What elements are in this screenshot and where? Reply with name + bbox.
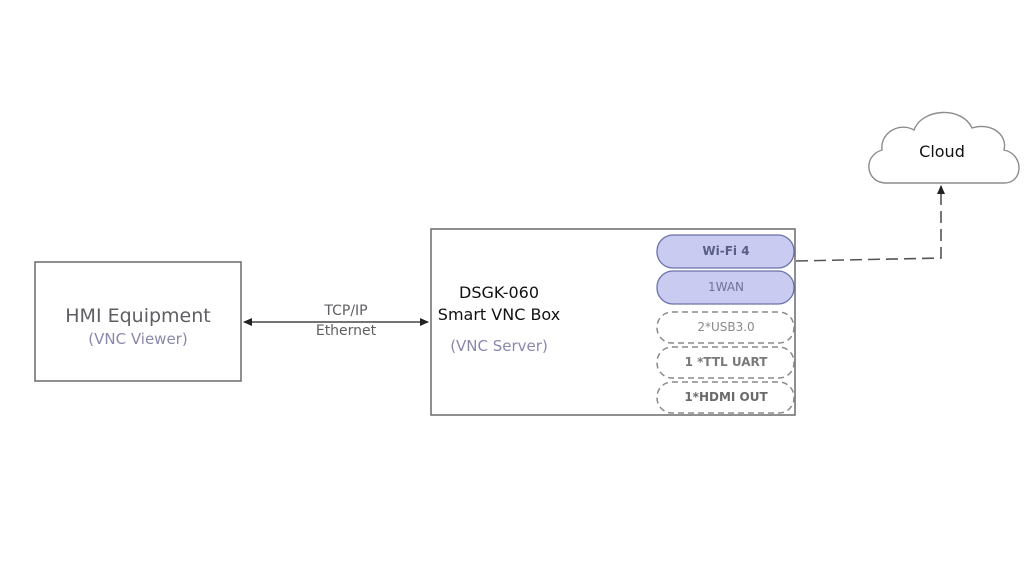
port-label-hdmi: 1*HDMI OUT — [684, 390, 768, 404]
link-protocol-label: TCP/IP — [324, 303, 368, 319]
box-name-label: Smart VNC Box — [437, 305, 561, 324]
cloud-icon — [868, 111, 1020, 184]
port-pill-wan — [656, 270, 795, 305]
port-label-usb: 2*USB3.0 — [697, 320, 755, 334]
hmi-equipment-box — [34, 261, 242, 382]
port-pill-uart — [656, 346, 795, 379]
port-label-wifi: Wi-Fi 4 — [702, 244, 750, 258]
hmi-equipment-title: HMI Equipment — [65, 305, 211, 327]
port-pill-wifi — [656, 234, 795, 269]
port-label-wan: 1WAN — [707, 280, 745, 294]
port-pill-hdmi — [656, 381, 795, 414]
hmi-equipment-subtitle: (VNC Viewer) — [88, 330, 188, 348]
cloud-label: Cloud — [919, 142, 965, 161]
link-medium-label: Ethernet — [315, 323, 377, 339]
box-model-label: DSGK-060 — [459, 283, 539, 302]
port-label-uart: 1 *TTL UART — [684, 355, 768, 369]
box-subtitle: (VNC Server) — [450, 337, 548, 355]
port-pill-usb — [656, 311, 795, 344]
cloud-link-dashed-arrow — [795, 185, 945, 262]
port-pills — [656, 234, 795, 414]
